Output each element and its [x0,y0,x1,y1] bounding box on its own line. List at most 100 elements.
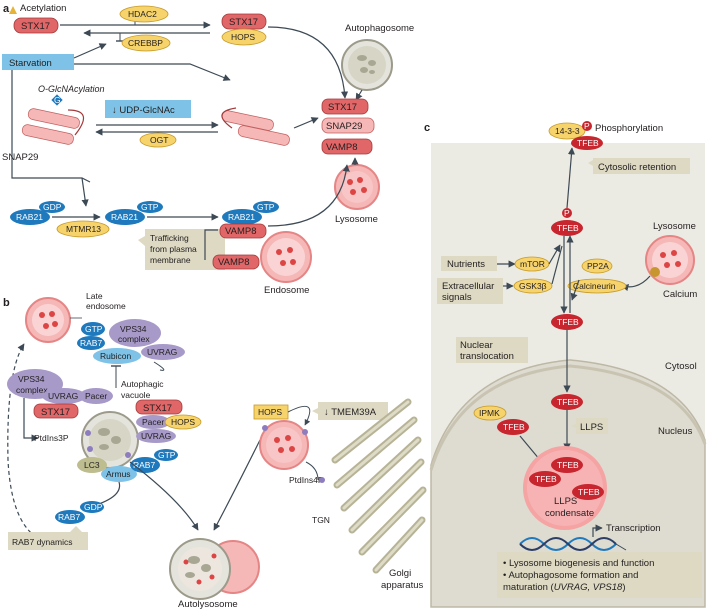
vamp8-label-snare: VAMP8 [326,142,358,153]
hops-box-b: HOPS [253,404,289,420]
tfeb-phospho: P TFEB [551,208,583,236]
dna-helix [519,537,617,551]
line-vamp8-membrane [204,229,218,260]
uvrag-label-lower: UVRAG [48,391,78,401]
rab7-dynamics-box: RAB7 dynamics [8,526,88,550]
rab7-label-mid: RAB7 [133,460,155,470]
tfeb-label-nuclear: TFEB [557,397,579,407]
tfeb-label-c2: TFEB [535,474,557,484]
vps34-complex-lower: VPS34 complex UVRAG Pacer [7,369,113,404]
nucleus-label: Nucleus [658,426,693,437]
rab21-label-3: RAB21 [228,212,255,222]
outcome-line-3-plain: maturation ( [503,582,555,593]
outcome-line-3-italic: UVRAG, VPS18 [554,582,623,593]
autolysosome [169,538,260,600]
lc3-label: LC3 [84,460,100,470]
stx17-label-right: STX17 [229,17,258,28]
late-endosome [25,297,71,343]
fourteen-three-three-complex: 14-3-3 P TFEB [548,121,603,150]
nutrients-box: Nutrients [441,256,497,271]
hops-loop-arrow [287,405,311,426]
ipmk-tfeb: IPMK TFEB [473,405,529,435]
stx17-hops-complex: STX17 HOPS [221,13,267,46]
uvrag-label-top: UVRAG [147,347,177,357]
udp-glcnac-label: ↓ UDP-GlcNAc [112,105,175,116]
vps34-lower-line-1: VPS34 [18,374,45,384]
line-starvation-to-rab21 [11,70,91,183]
trafficking-line-3: membrane [150,255,191,265]
mtor-pill: mTOR [514,256,550,272]
nuclear-translocation-line-1: Nuclear [460,340,493,351]
stx17-pacer-hops: STX17 Pacer HOPS UVRAG [135,399,202,443]
llps-label: LLPS [580,422,603,433]
rubicon-complex: VPS34 complex GTP RAB7 Rubicon UVRAG [77,319,185,364]
outcome-line-3-end: ) [622,582,625,593]
creebp-pill: CREBBP [121,34,171,52]
autolysosome-label: Autolysosome [178,599,238,610]
nuclear-translocation-line-2: translocation [460,351,514,362]
arrow-vamp8-to-lysosome [267,164,350,227]
rab7-label-top: RAB7 [80,338,102,348]
tfeb-label-c3: TFEB [578,487,600,497]
nutrients-label: Nutrients [447,259,485,270]
tfeb-label-ipmk: TFEB [503,422,525,432]
starvation-box: Starvation [2,54,74,70]
starvation-label: Starvation [9,58,52,69]
arrow-lysosome-to-autolysosome [213,439,261,531]
fourteen-three-three-label: 14-3-3 [555,126,580,136]
golgi-line-1: Golgi [389,568,411,579]
acetylation-mark-icon [9,6,17,14]
gtp-label-b2: GTP [158,450,176,460]
llps-box: LLPS [571,418,608,434]
mtmr13-label: MTMR13 [66,224,101,234]
uvrag-label-right: UVRAG [141,431,171,441]
llps-condensate-line-1: LLPS [554,496,577,507]
arrow-vacuole-to-autolysosome [129,461,199,531]
rab21-gtp: RAB21 GTP [105,201,163,225]
tfeb-dephospho: TFEB [551,314,583,330]
tfeb-nuclear: TFEB [551,394,583,410]
pacer-label-lower: Pacer [85,391,107,401]
hops-label-b: HOPS [258,407,282,417]
arrow-hops-to-snare [267,26,349,99]
tgn-label: TGN [312,515,330,525]
golgi-apparatus [331,398,427,574]
gtp-label-a2: GTP [257,202,275,212]
snap29-label-snare: SNAP29 [326,121,362,132]
arrow-phosphatases-to-tfeb [570,279,580,301]
vps34-top-line-2: complex [118,334,150,344]
arrow-starvation-to-creebp [73,43,107,59]
cytosolic-retention-box: Cytosolic retention [588,158,690,174]
vamp8-label-endosome: VAMP8 [218,257,250,268]
rubicon-label: Rubicon [100,351,131,361]
arrow-starvation-to-rab21 [81,177,89,207]
autophagic-vacuole-line-2: vacuole [121,390,151,400]
ogt-pill: OGT [139,132,177,148]
extracellular-box: Extracellular signals [437,278,503,304]
calcineurin-pill: Calcineurin [567,278,627,294]
vamp8-endosome: VAMP8 [212,254,260,270]
gdp-label-a: GDP [43,202,62,212]
lc3-armus-rab7: LC3 Armus RAB7 GTP [77,449,178,482]
hdac2-label: HDAC2 [128,9,157,19]
snap29-label-left: SNAP29 [2,152,38,163]
outcome-line-2: • Autophagosome formation and [503,570,638,581]
udp-glcnac-box: ↓ UDP-GlcNAc [105,100,191,118]
g-mark: G [54,95,61,105]
golgi-inner [333,400,425,572]
tfeb-label-top: TFEB [577,138,599,148]
tfeb-label-c1: TFEB [557,460,579,470]
panel-c: c 14-3-3 P TFEB Phosphorylation Cytosoli… [424,121,707,608]
ipmk-inhibit-line [519,435,541,461]
dashed-rab7-recycling-arrow [7,343,57,545]
gtp-label-a1: GTP [141,202,159,212]
acetylation-label: Acetylation [20,3,66,14]
lysosome-c [645,235,695,285]
armus-label: Armus [106,469,131,479]
stx17-label-b-right: STX17 [143,403,172,414]
stx17-cylinder-left: STX17 [13,17,59,34]
lysosome-a [334,164,380,210]
glcnac-diamond: G [51,94,63,106]
tfeb-label-dephospho: TFEB [557,317,579,327]
